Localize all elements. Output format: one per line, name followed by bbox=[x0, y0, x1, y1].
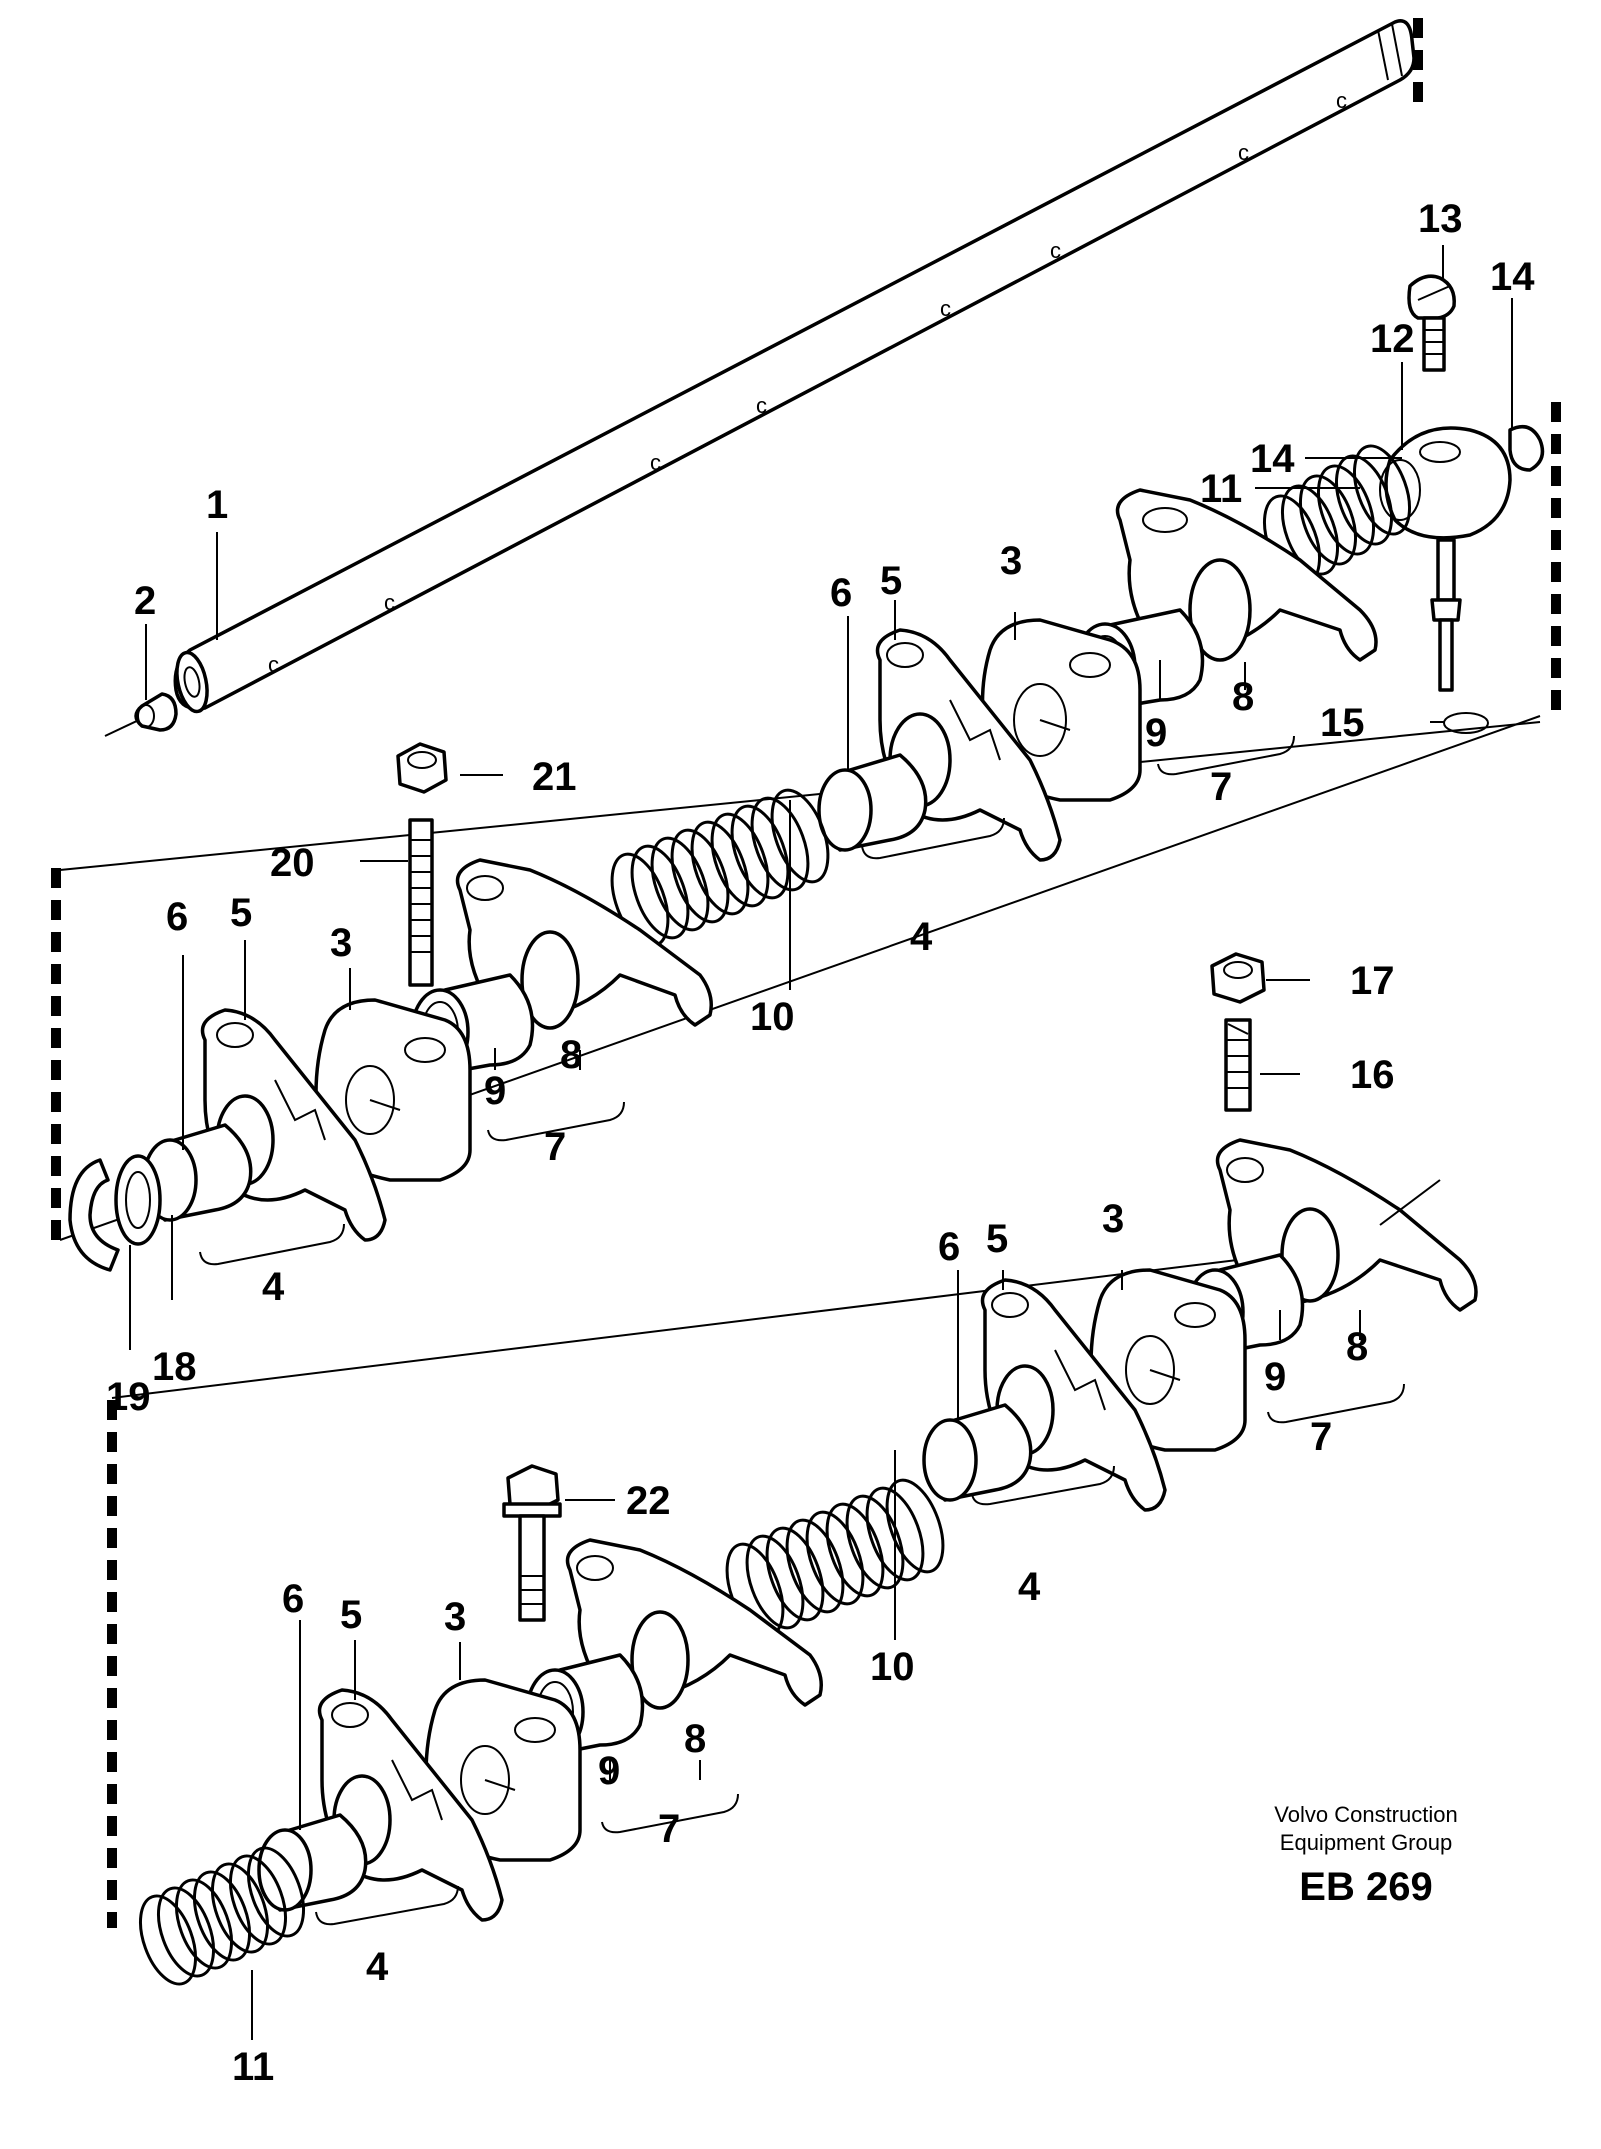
circlip-upper bbox=[68, 1158, 120, 1272]
spring-upper-middle bbox=[610, 788, 830, 948]
callout-7: 7 bbox=[544, 1125, 566, 1169]
adjusting-screw-lower bbox=[1224, 1018, 1252, 1112]
callout-2: 2 bbox=[134, 579, 156, 623]
callout-17: 17 bbox=[1350, 959, 1395, 1003]
callout-8: 8 bbox=[1346, 1325, 1368, 1369]
callout-3: 3 bbox=[1102, 1197, 1124, 1241]
callout-3: 3 bbox=[330, 921, 352, 965]
nut-lower bbox=[1210, 952, 1266, 1004]
callout-1: 1 bbox=[206, 483, 228, 527]
callout-20: 20 bbox=[270, 841, 315, 885]
stud-upper bbox=[408, 818, 434, 987]
callout-19: 19 bbox=[106, 1375, 151, 1419]
callout-7: 7 bbox=[1210, 765, 1232, 809]
shaft-mark: c bbox=[1238, 140, 1249, 165]
callout-15: 15 bbox=[1320, 701, 1365, 745]
callout-8: 8 bbox=[560, 1033, 582, 1077]
callout-9: 9 bbox=[1145, 711, 1167, 755]
callout-9: 9 bbox=[1264, 1355, 1286, 1399]
callout-18: 18 bbox=[152, 1345, 197, 1389]
callout-10: 10 bbox=[870, 1645, 915, 1689]
shaft-mark: c bbox=[650, 450, 661, 475]
callout-labels: 1 2 13 14 12 14 11 3 5 6 9 8 7 15 4 21 2… bbox=[106, 197, 1535, 2089]
caption-line-2: Equipment Group bbox=[1280, 1830, 1452, 1855]
shaft-mark: c bbox=[1050, 238, 1061, 263]
callout-4: 4 bbox=[1018, 1565, 1041, 1609]
shaft-mark: c bbox=[384, 590, 395, 615]
shaft-plug bbox=[134, 692, 178, 732]
callout-3: 3 bbox=[444, 1595, 466, 1639]
callout-4: 4 bbox=[910, 915, 933, 959]
rocker-arm-upper-left bbox=[455, 858, 713, 1030]
callout-4: 4 bbox=[366, 1945, 389, 1989]
publisher-caption: Volvo Construction Equipment Group EB 26… bbox=[1274, 1802, 1457, 1909]
callout-10: 10 bbox=[750, 995, 795, 1039]
callout-5: 5 bbox=[340, 1593, 362, 1637]
callout-9: 9 bbox=[598, 1749, 620, 1793]
shaft-end-bracket bbox=[1379, 424, 1545, 734]
shaft-mark: c bbox=[1336, 88, 1347, 113]
bolt-lower bbox=[502, 1464, 562, 1622]
leader-lines bbox=[129, 245, 1513, 2040]
adjusting-screw-upper bbox=[1407, 274, 1456, 372]
assembly-frame-lower bbox=[107, 1239, 1401, 1928]
callout-5: 5 bbox=[230, 891, 252, 935]
callout-12: 12 bbox=[1370, 317, 1415, 361]
bushing-lower-mid-right bbox=[922, 1403, 1033, 1502]
callout-6: 6 bbox=[830, 571, 852, 615]
callout-11: 11 bbox=[1200, 467, 1242, 511]
callout-5: 5 bbox=[880, 559, 902, 603]
shaft-oil-hole-marks: c c c c c c c c bbox=[268, 88, 1347, 677]
rocker-shaft bbox=[104, 18, 1423, 737]
spring-end-lower bbox=[139, 1846, 305, 1986]
callout-6: 6 bbox=[938, 1225, 960, 1269]
callout-14: 14 bbox=[1250, 437, 1295, 481]
callout-16: 16 bbox=[1350, 1053, 1395, 1097]
callout-7: 7 bbox=[658, 1807, 680, 1851]
figure-code: EB 269 bbox=[1299, 1865, 1432, 1909]
callout-22: 22 bbox=[626, 1479, 671, 1523]
callout-14: 14 bbox=[1490, 255, 1535, 299]
callout-5: 5 bbox=[986, 1217, 1008, 1261]
bushing-lower-far-left bbox=[257, 1813, 368, 1912]
callout-6: 6 bbox=[282, 1577, 304, 1621]
shaft-mark: c bbox=[756, 393, 767, 418]
shaft-mark: c bbox=[268, 652, 279, 677]
caption-line-1: Volvo Construction bbox=[1274, 1802, 1457, 1827]
callout-9: 9 bbox=[484, 1069, 506, 1113]
callout-4: 4 bbox=[262, 1265, 285, 1309]
callout-7: 7 bbox=[1310, 1415, 1332, 1459]
shaft-mark: c bbox=[940, 296, 951, 321]
bushing-upper-mid bbox=[817, 753, 928, 852]
callout-3: 3 bbox=[1000, 539, 1022, 583]
callout-8: 8 bbox=[684, 1717, 706, 1761]
nut-upper bbox=[396, 742, 448, 794]
callout-8: 8 bbox=[1232, 675, 1254, 719]
callout-6: 6 bbox=[166, 895, 188, 939]
callout-11: 11 bbox=[232, 2045, 274, 2089]
washer-upper bbox=[114, 1154, 162, 1246]
callout-21: 21 bbox=[532, 755, 577, 799]
callout-13: 13 bbox=[1418, 197, 1463, 241]
